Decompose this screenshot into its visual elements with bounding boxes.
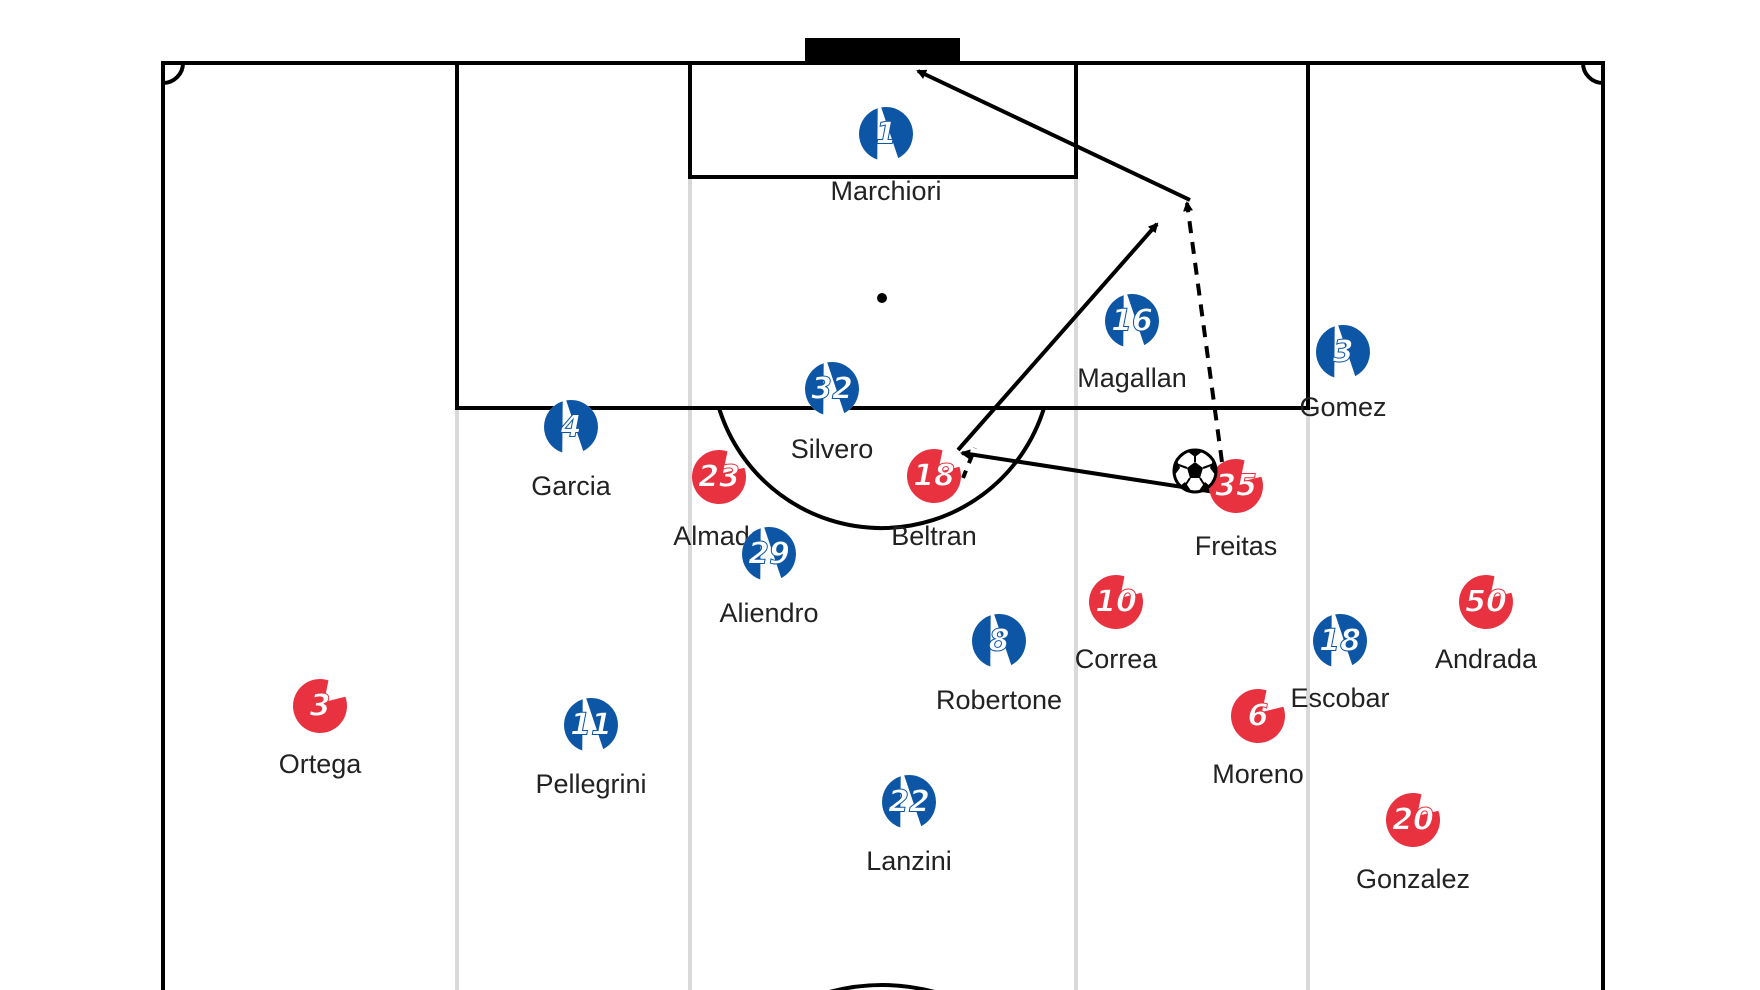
player-name-aliendro: Aliendro (719, 598, 818, 628)
player-marker-silvero (805, 362, 859, 415)
player-marker-garcia (543, 400, 598, 453)
player-marker-gomez (1316, 325, 1370, 378)
player-number-andrada: 50 (1465, 585, 1507, 620)
player-number-aliendro: 29 (748, 537, 790, 572)
player-name-robertone: Robertone (936, 685, 1062, 715)
player-marker-escobar (1313, 614, 1367, 667)
player-number-silvero: 32 (811, 372, 853, 407)
player-marker-moreno (1231, 689, 1285, 743)
player-marker-magallan (1105, 294, 1159, 347)
action-arrows (916, 69, 1224, 494)
player-marker-ortega (293, 679, 347, 734)
player-name-marchiori: Marchiori (830, 176, 941, 206)
player-name-ortega: Ortega (279, 749, 363, 779)
player-name-escobar: Escobar (1290, 683, 1389, 713)
goal (805, 38, 960, 62)
player-marker-gonzalez (1385, 793, 1440, 847)
player-marker-correa (1088, 575, 1143, 630)
player-name-beltran: Beltran (891, 521, 977, 551)
player-marker-andrada (1459, 575, 1513, 630)
player-number-pellegrini: 11 (570, 708, 612, 743)
player-marker-pellegrini (564, 698, 618, 751)
player-number-moreno: 6 (1248, 699, 1269, 734)
player-number-escobar: 18 (1319, 624, 1361, 659)
run-freitas (1183, 201, 1224, 463)
corner-arc-right (1581, 62, 1604, 85)
player-number-marchiori: 1 (876, 117, 897, 152)
run-dribble-dash (961, 447, 977, 479)
player-number-freitas: 35 (1215, 469, 1257, 504)
goal-area (688, 61, 1078, 179)
player-marker-beltran (906, 448, 961, 503)
player-number-gonzalez: 20 (1392, 803, 1434, 838)
player-name-freitas: Freitas (1195, 531, 1278, 561)
player-marker-almada (691, 449, 746, 504)
player-number-robertone: 8 (989, 624, 1010, 659)
player-marker-marchiori (859, 107, 913, 160)
player-number-magallan: 16 (1111, 304, 1153, 339)
player-name-magallan: Magallan (1077, 363, 1187, 393)
player-number-beltran: 18 (913, 459, 955, 494)
player-number-ortega: 3 (310, 689, 331, 724)
player-name-pellegrini: Pellegrini (535, 769, 646, 799)
player-number-lanzini: 22 (888, 785, 930, 820)
player-marker-lanzini (882, 775, 937, 828)
player-name-moreno: Moreno (1212, 759, 1304, 789)
soccer-ball-icon (1172, 448, 1218, 494)
pass-freitas-beltran (960, 449, 1216, 494)
penalty-arc (717, 407, 1046, 531)
shot-on-goal (916, 69, 1191, 202)
penalty-spot (877, 293, 887, 303)
player-name-silvero: Silvero (791, 434, 874, 464)
player-name-andrada: Andrada (1435, 644, 1538, 674)
player-marker-freitas (1209, 459, 1263, 514)
player-name-garcia: Garcia (531, 471, 612, 501)
pass-beltran-box (956, 222, 1159, 452)
player-number-correa: 10 (1095, 585, 1137, 620)
player-number-gomez: 3 (1333, 335, 1354, 370)
player-name-gonzalez: Gonzalez (1356, 864, 1470, 894)
player-name-lanzini: Lanzini (866, 846, 952, 876)
corner-arc-left (162, 62, 185, 85)
player-number-garcia: 4 (560, 410, 582, 445)
player-marker-aliendro (742, 527, 797, 580)
players-layer: 1Marchiori16Magallan3Gomez32Silvero4Garc… (279, 107, 1538, 894)
player-name-gomez: Gomez (1299, 392, 1386, 422)
player-name-correa: Correa (1075, 644, 1159, 674)
player-number-almada: 23 (698, 460, 740, 495)
player-marker-robertone (972, 614, 1026, 667)
pitch-markings (161, 61, 1605, 990)
center-circle-arc (829, 983, 935, 990)
